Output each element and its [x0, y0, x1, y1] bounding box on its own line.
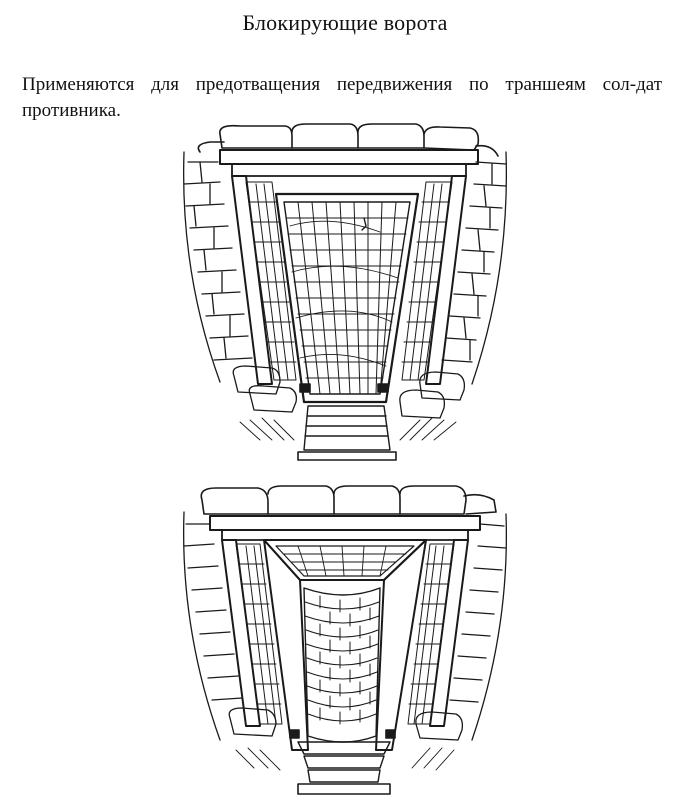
left-trench-wall: [183, 151, 253, 383]
brick-passage: [303, 587, 381, 743]
gate-open-illustration: [180, 478, 510, 800]
page-title: Блокирующие ворота: [242, 10, 448, 35]
sandbag-parapet: [197, 123, 499, 157]
raised-gate-panel: [263, 539, 427, 581]
duckboard-floor: [297, 741, 391, 795]
side-wire-panels: [245, 181, 453, 381]
duckboard-floor: [297, 405, 397, 461]
intro-paragraph: Применяются для предотващения передвижен…: [22, 74, 662, 121]
gate-closed-illustration: [180, 122, 510, 470]
sandbag-parapet: [200, 485, 497, 515]
right-trench-wall: [441, 151, 507, 385]
gate-wire-mesh: [285, 201, 409, 395]
